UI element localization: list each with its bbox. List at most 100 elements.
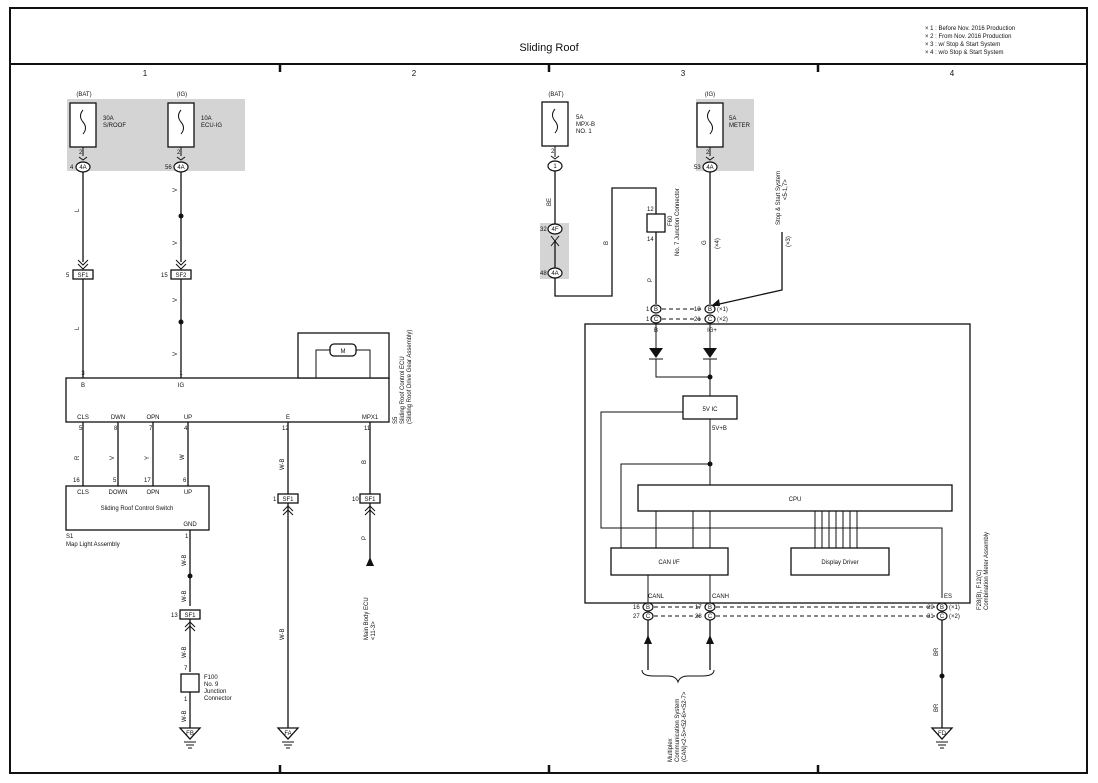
pin-label: 13 [694,307,701,313]
ecu-switch-wires: 5 8 7 4 R V Y W 16 5 17 6 [73,422,189,486]
fuse-sroof-source: (BAT) [76,92,91,98]
f100-l1: No. 9 [204,682,219,688]
ecu-pin-cls: CLS [77,415,89,421]
connector-label: 4A [177,165,184,171]
mpx1-path: 11 B SF1 10 P Main Body ECU <11-3> [352,422,381,640]
switch-pin-up: UP [184,490,192,496]
ref-stop-start: Stop & Start System [776,171,782,225]
diode-ig [703,348,717,358]
column-2: 2 [412,69,417,78]
meter-can-if: CAN I/F [658,560,680,566]
f60-id: F60 [668,215,674,226]
pin-label: 2 [79,150,83,156]
connector-label: B [654,307,658,313]
pin-label: 21 [694,317,701,323]
diagram-title: Sliding Roof [519,42,579,54]
pin-label: 16 [73,478,80,484]
note-4: × 4 : w/o Stop & Start System [925,50,1004,56]
wire-color-label: BR [934,703,940,712]
mark-x3: (×3) [786,236,792,247]
fuse-ecuig-rating: 10A [201,116,212,122]
fuse-mpxb-source: (BAT) [548,92,563,98]
sliding-roof-switch: CLS DOWN OPN UP Sliding Roof Control Swi… [65,485,210,548]
fuse-ecuig-source: (IG) [177,92,187,98]
junction-f60 [646,213,666,233]
wire-color-label: L [75,326,81,330]
connector-label: 4A [706,165,713,171]
pin-label: 7 [149,426,153,432]
pin-label: 17 [695,605,702,611]
diode-b [649,348,663,358]
connector-label: B [646,605,650,611]
ecu-pin-opn: OPN [146,415,159,421]
meter-output-connectors: B C 16 27 B C 17 28 B C 29 31 (×1) (×2) [633,602,960,621]
wire-color-label: Y [145,456,151,460]
pin-label: 48 [540,271,547,277]
connector-label: C [940,614,945,620]
wire-color-label: W-B [182,646,188,658]
connector-label: 4A [551,271,558,277]
can-bus-lines: Multiplex Communication System (CAN)<2-5… [641,620,715,762]
wire-color-label: V [173,298,179,302]
fuse-meter-source: (IG) [705,92,715,98]
fuse-sroof-name: S/ROOF [103,123,126,129]
connector-label: B [708,605,712,611]
wire-color-label: V [173,188,179,192]
connector-sf1-a: SF1 5 [66,259,94,280]
connector-4a-1: 4A 4 [70,156,91,173]
ref-multiplex: Multiplex [668,738,674,762]
ecu-pin-mpx1: MPX1 [362,415,379,421]
wire-color-label: W-B [280,458,286,470]
mark-x2: (×2) [717,317,728,323]
mpxb-path: BE 4F 32 4A 48 B 12 14 F60 No. 7 Junctio… [540,171,681,304]
cpu-block [637,484,953,512]
wire-color-label: P [648,278,654,282]
pin-label: 10 [352,497,359,503]
fuse-sroof-rating: 30A [103,116,114,122]
pin-label: 1 [184,697,188,703]
connector-label: SF1 [282,497,294,503]
connector-label: SF1 [364,497,376,503]
ref-multiplex-2: Communication System [675,699,681,762]
combination-meter: B IG+ 5V IC 5V+B CPU CAN I/F Display Dri… [584,323,990,610]
meter-input-connectors: B C 1 1 B C 13 21 (×1) (×2) [646,304,728,324]
pin-label: 5 [113,478,117,484]
meter-display-driver: Display Driver [821,560,858,566]
connector-label: 4A [79,165,86,171]
fuse-mpxb-name2: NO. 1 [576,129,592,135]
wire-color-label: W-B [182,554,188,566]
ground-path-fb: 1 W-B W-B SF1 13 W-B 7 F100 No. 9 Juncti… [171,530,232,728]
wire-color-label: R [75,455,81,460]
connector-label: C [654,317,659,323]
switch-pin-cls: CLS [77,490,89,496]
wire-color-label: G [702,240,708,245]
ecu-name2: (Sliding Roof Drive Gear Assembly) [407,330,413,424]
motor-icon [329,343,357,357]
fuse-sroof: (BAT) 30A S/ROOF 2 [69,92,126,156]
ecu-pin-ig: IG [178,383,185,389]
meter-name: Combination Meter Assembly [984,532,990,610]
ecu-id: S5 [393,416,399,424]
switch-name: Sliding Roof Control Switch [101,506,174,512]
note-1: × 1 : Before Nov. 2016 Production [925,26,1015,32]
connector-label: SF1 [184,613,196,619]
connector-label: SF2 [175,273,187,279]
pin-label: 5 [66,273,70,279]
f100-l2: Junction [204,689,226,695]
ecu-pin-up: UP [184,415,192,421]
splice-point [178,319,184,325]
pin-label: 7 [184,666,188,672]
ecu-pin-b: B [81,383,85,389]
pin-label: 1 [646,307,650,313]
splice-point [178,213,184,219]
mark-x1: (×1) [949,605,960,611]
pin-label: 4 [70,165,74,171]
pin-label: 12 [647,207,654,213]
fuse-mpxb: (BAT) 5A MPX-B NO. 1 2 1 [541,92,595,172]
pin-label: 16 [633,605,640,611]
connector-sf2: SF2 15 [161,259,192,280]
note-2: × 2 : From Nov. 2016 Production [925,34,1011,40]
pin-label: 14 [647,237,654,243]
switch-sub: Map Light Assembly [66,542,120,548]
